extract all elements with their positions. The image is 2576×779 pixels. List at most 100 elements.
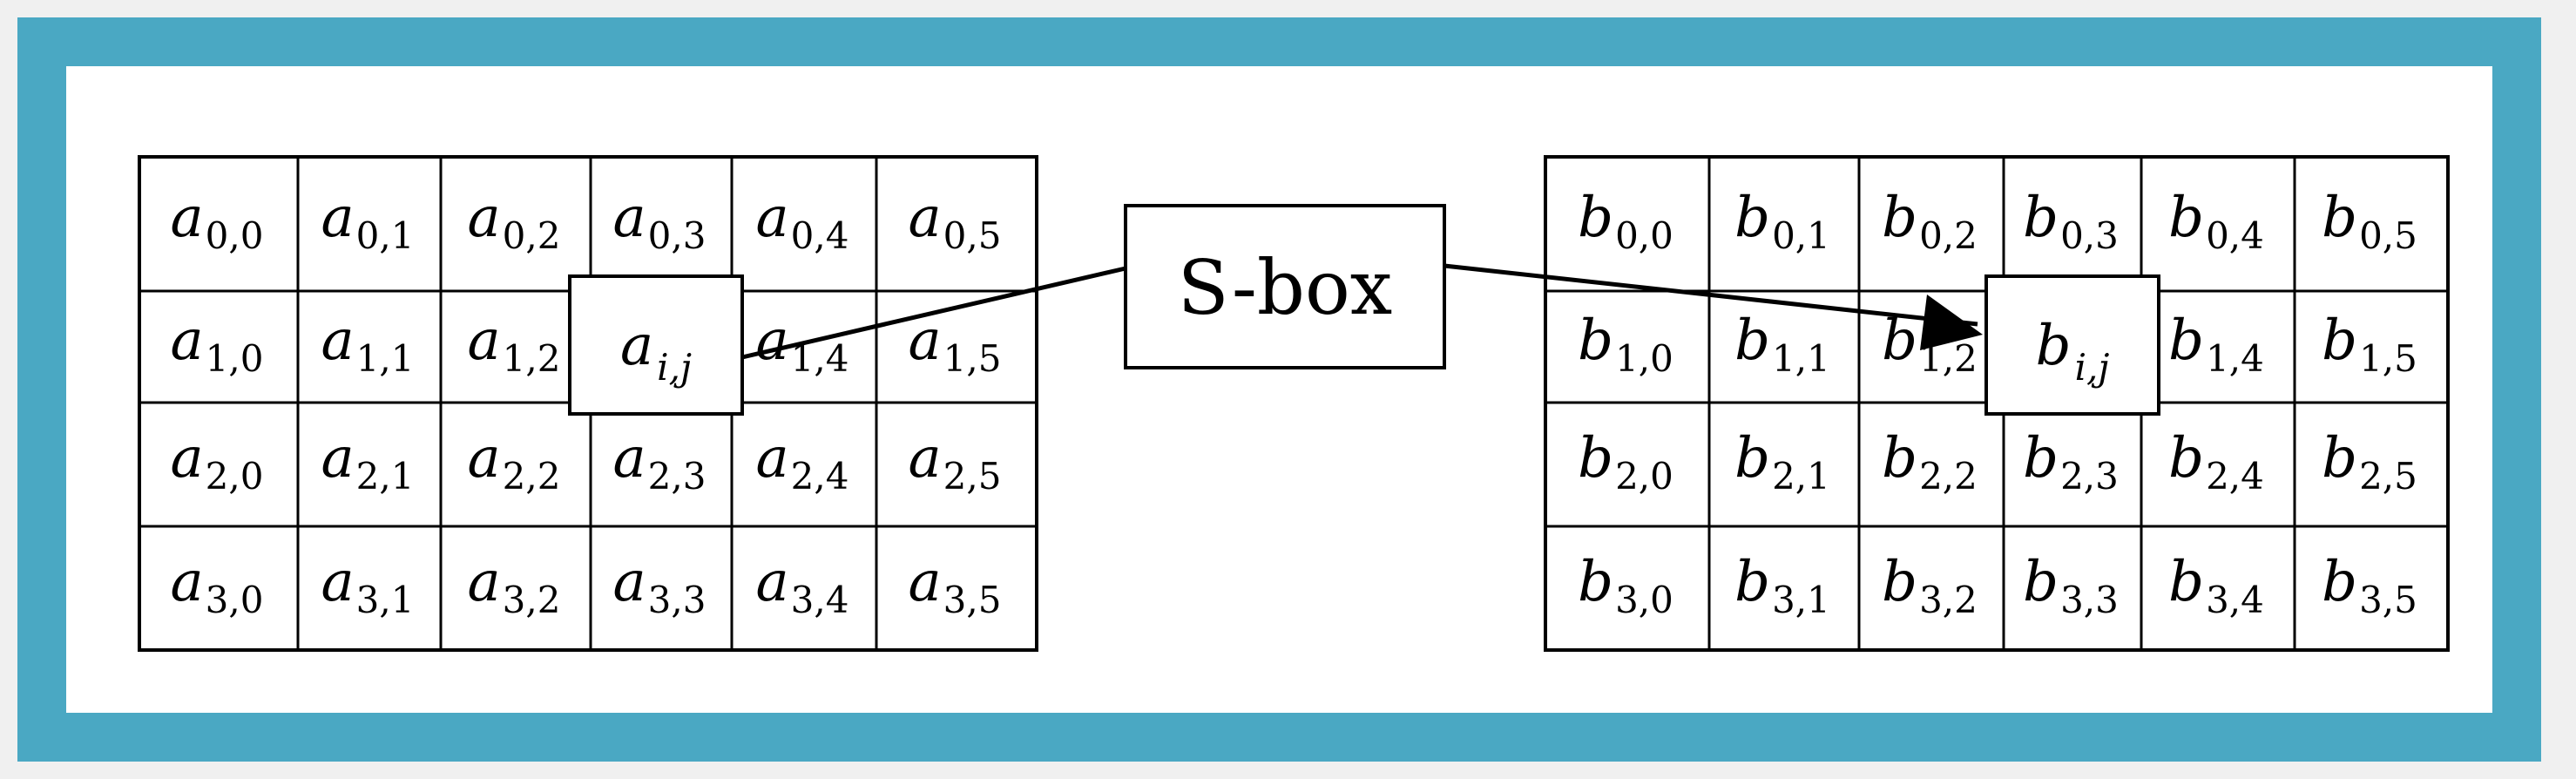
- matrix_b-cell-symbol: b: [2023, 550, 2059, 614]
- matrix_b-cell-symbol: b: [1882, 426, 1917, 491]
- matrix_a-cell-subscript: 2,0: [206, 455, 264, 498]
- matrix_b-cell-symbol: b: [2023, 186, 2059, 250]
- matrix_a-cell: a2,3: [613, 426, 707, 498]
- matrix_a-cell-subscript: 3,5: [943, 579, 1002, 621]
- matrix_a-cell-subscript: 3,3: [648, 579, 707, 621]
- matrix_b-cell: b2,1: [1734, 426, 1830, 498]
- matrix_a-cell-symbol: a: [171, 308, 204, 373]
- matrix_b-cell-subscript: 0,2: [1919, 214, 1978, 257]
- matrix_b-cell-subscript: 1,1: [1772, 337, 1830, 380]
- matrix_a-cell: a2,4: [756, 426, 849, 498]
- matrix_b-cell-symbol: b: [2322, 186, 2357, 250]
- matrix_a-cell-symbol: a: [468, 308, 501, 373]
- input-element: ai,j: [568, 274, 744, 416]
- matrix_b-cell-subscript: 3,5: [2359, 579, 2417, 621]
- matrix_a-cell-subscript: 3,4: [791, 579, 849, 621]
- matrix_b-cell-subscript: 0,4: [2206, 214, 2264, 257]
- matrix_a-cell-subscript: 2,4: [791, 455, 849, 498]
- matrix_b-cell: b2,0: [1578, 426, 1673, 498]
- matrix_a-cell: a1,0: [171, 308, 264, 380]
- matrix_a-cell: a1,1: [321, 308, 415, 380]
- matrix_b-cell-symbol: b: [1734, 426, 1770, 491]
- edge-sbox-to-output: [1444, 263, 1978, 327]
- matrix_b-cell-symbol: b: [1734, 308, 1770, 373]
- matrix_a-cell-subscript: 0,3: [648, 214, 707, 257]
- matrix_a-cell: a1,2: [468, 308, 561, 380]
- matrix_b-cell: b2,2: [1882, 426, 1978, 498]
- matrix_a-cell-symbol: a: [909, 186, 942, 250]
- matrix_a-cell-subscript: 0,2: [503, 214, 561, 257]
- matrix_b-cell: b0,5: [2322, 186, 2417, 257]
- matrix_a-cell-symbol: a: [321, 426, 355, 491]
- matrix_a-cell-symbol: a: [321, 186, 355, 250]
- matrix_b-cell: b3,1: [1734, 550, 1830, 621]
- matrix_b-cell-subscript: 0,5: [2359, 214, 2417, 257]
- matrix_b-cell-subscript: 2,3: [2060, 455, 2119, 498]
- matrix_a-cell-subscript: 2,1: [356, 455, 415, 498]
- matrix_b-cell: b2,3: [2023, 426, 2119, 498]
- matrix-a: a0,0a0,1a0,2a0,3a0,4a0,5a1,0a1,1a1,2a1,3…: [138, 155, 1038, 652]
- matrix_b-cell-symbol: b: [1578, 550, 1613, 614]
- matrix_b-cell-subscript: 2,0: [1615, 455, 1673, 498]
- matrix_a-cell: a2,2: [468, 426, 561, 498]
- matrix_b-cell-subscript: 1,0: [1615, 337, 1673, 380]
- matrix_b-border: [1544, 155, 2450, 652]
- matrix_b-cell-subscript: 2,4: [2206, 455, 2264, 498]
- input-element-box: [568, 274, 744, 416]
- matrix_a-cell-symbol: a: [171, 426, 204, 491]
- matrix_b-cell-symbol: b: [1882, 550, 1917, 614]
- matrix_a-cell-subscript: 2,2: [503, 455, 561, 498]
- matrix_b-cell-symbol: b: [2322, 308, 2357, 373]
- output-element-box: [1984, 274, 2160, 416]
- matrix_b-cell-symbol: b: [2168, 308, 2204, 373]
- matrix_b-cell: b0,2: [1882, 186, 1978, 257]
- matrix_a-cell-symbol: a: [468, 550, 501, 614]
- matrix_a-cell: a2,5: [909, 426, 1002, 498]
- matrix_a-cell: a2,0: [171, 426, 264, 498]
- matrix_b-cell-symbol: b: [1882, 186, 1917, 250]
- matrix_a-border: [138, 155, 1038, 652]
- matrix_b-cell: b0,1: [1734, 186, 1830, 257]
- matrix_b-cell-subscript: 0,1: [1772, 214, 1830, 257]
- matrix_a-cell-symbol: a: [756, 186, 789, 250]
- matrix_a-cell-subscript: 3,1: [356, 579, 415, 621]
- input-element-label: ai,j: [620, 314, 692, 389]
- matrix_a-cell: a2,1: [321, 426, 415, 498]
- matrix_a-cell-symbol: a: [613, 186, 646, 250]
- matrix_a-cell-subscript: 2,3: [648, 455, 707, 498]
- matrix_b-cell: b1,4: [2168, 308, 2264, 380]
- matrix_b-cell-subscript: 1,4: [2206, 337, 2264, 380]
- matrix_a-cell-subscript: 1,1: [356, 337, 415, 380]
- matrix_a-cell-subscript: 1,5: [943, 337, 1002, 380]
- matrix_a-cell-symbol: a: [171, 186, 204, 250]
- matrix_b-cell-symbol: b: [1578, 186, 1613, 250]
- matrix_b-cell-subscript: 0,3: [2060, 214, 2119, 257]
- matrix_b-cell: b1,1: [1734, 308, 1830, 380]
- output-element-subscript: i,j: [2075, 346, 2110, 389]
- matrix_a-cell-subscript: 1,0: [206, 337, 264, 380]
- matrix_a-cell: a3,3: [613, 550, 707, 621]
- input-element-subscript: i,j: [657, 346, 692, 389]
- matrix_b-cell-symbol: b: [2023, 426, 2059, 491]
- matrix_b-cell: b1,5: [2322, 308, 2417, 380]
- matrix_a-cell-symbol: a: [756, 550, 789, 614]
- matrix_a-cell-subscript: 3,2: [503, 579, 561, 621]
- matrix_a-cell-subscript: 1,2: [503, 337, 561, 380]
- matrix_b-cell: b3,4: [2168, 550, 2264, 621]
- matrix_a-cell-symbol: a: [321, 308, 355, 373]
- matrix_a-cell-symbol: a: [468, 426, 501, 491]
- output-element-symbol: b: [2036, 314, 2072, 378]
- matrix_a-cell: a0,0: [171, 186, 264, 257]
- matrix_b-cell: b0,4: [2168, 186, 2264, 257]
- matrix_a-cell-symbol: a: [321, 550, 355, 614]
- matrix_a-cell-subscript: 0,4: [791, 214, 849, 257]
- matrix_b-cell: b0,0: [1578, 186, 1673, 257]
- matrix_b-cell: b3,2: [1882, 550, 1978, 621]
- matrix_a-cell: a0,5: [909, 186, 1002, 257]
- matrix_b-cell-subscript: 2,2: [1919, 455, 1978, 498]
- matrix_b-cell-symbol: b: [1734, 550, 1770, 614]
- matrix_a-cell: a3,5: [909, 550, 1002, 621]
- matrix_a-cell-symbol: a: [756, 308, 789, 373]
- matrix_a-cell: a1,5: [909, 308, 1002, 380]
- matrix_a-cell-symbol: a: [468, 186, 501, 250]
